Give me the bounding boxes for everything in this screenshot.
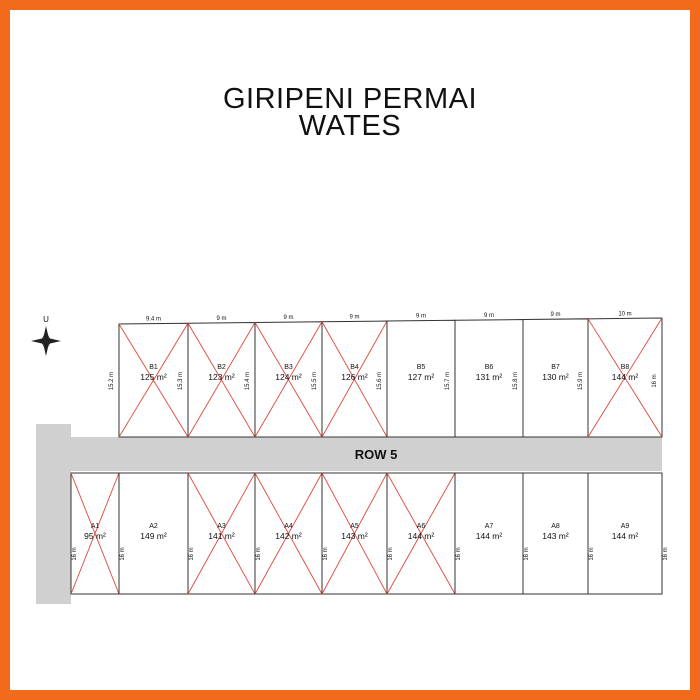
lot-id: B3 xyxy=(284,364,293,371)
lot-width-label: 9 m xyxy=(484,313,494,319)
lot-id: B5 xyxy=(417,364,426,371)
lot-width-label: 10 m xyxy=(618,311,631,317)
lot-depth-label: 16 m xyxy=(72,547,78,560)
lot-depth-label: 16 m xyxy=(120,547,126,560)
sold-cross-line xyxy=(187,322,256,438)
lot-depth-label: 16 m xyxy=(388,547,394,560)
compass-label: U xyxy=(43,315,49,324)
title-line-2: WATES xyxy=(298,110,402,142)
lot-id: B2 xyxy=(217,364,226,371)
lot-depth-label: 15.3 m xyxy=(178,372,184,390)
lot-id: A3 xyxy=(217,523,226,530)
lot-area: 144 m² xyxy=(408,531,435,541)
lot-depth-label: 15.4 m xyxy=(245,372,251,390)
sold-cross-line xyxy=(321,320,388,438)
sold-cross-line xyxy=(321,472,388,595)
site-plan-title: GIRIPENI PERMAI WATES xyxy=(0,83,700,142)
lot-id: A5 xyxy=(350,523,359,530)
lot-id: A4 xyxy=(284,523,293,530)
lot-area: 95 m² xyxy=(84,531,106,541)
lot-area: 142 m² xyxy=(275,531,302,541)
lot-id: A6 xyxy=(417,523,426,530)
lot-depth-label: 16 m xyxy=(256,547,262,560)
lot-area: 149 m² xyxy=(140,531,167,541)
lot-area: 126 m² xyxy=(341,372,368,382)
lot-width-label: 9 m xyxy=(216,316,226,322)
lot-outline xyxy=(587,472,663,595)
lot-area: 123 m² xyxy=(208,372,235,382)
lot-depth-label: 15.2 m xyxy=(109,372,115,390)
lot-area: 141 m² xyxy=(208,531,235,541)
north-compass-icon: U xyxy=(31,315,61,356)
lot-depth-label: 16 m xyxy=(589,547,595,560)
sold-cross-line xyxy=(254,472,323,595)
sold-cross-line xyxy=(187,472,256,595)
lot-depth-label: 16 m xyxy=(663,547,669,560)
main-road xyxy=(36,437,662,471)
lot-id: A8 xyxy=(551,523,560,530)
road-label: ROW 5 xyxy=(355,447,398,462)
lot-area: 131 m² xyxy=(476,372,503,382)
lot-area: 125 m² xyxy=(140,372,167,382)
sold-cross-line xyxy=(386,472,456,595)
lot-outline xyxy=(522,472,589,595)
lot-width-label: 9 m xyxy=(416,314,426,320)
lot-id: B6 xyxy=(485,364,494,371)
lot-width-label: 9 m xyxy=(550,312,560,318)
lot-depth-label: 16 m xyxy=(189,547,195,560)
lot-id: B1 xyxy=(149,364,158,371)
lot-depth-label: 16 m xyxy=(524,547,530,560)
lot-depth-label: 15.6 m xyxy=(377,372,383,390)
lot-area: 144 m² xyxy=(476,531,503,541)
lot-id: A2 xyxy=(149,523,158,530)
lot-area: 144 m² xyxy=(612,372,639,382)
lot-id: B7 xyxy=(551,364,560,371)
title-line-1: GIRIPENI PERMAI xyxy=(222,83,478,115)
sold-cross-line xyxy=(587,317,663,438)
lot-area: 127 m² xyxy=(408,372,435,382)
lot-area: 143 m² xyxy=(341,531,368,541)
lot-depth-label: 15.9 m xyxy=(578,372,584,390)
lot-width-label: 9.4 m xyxy=(146,317,161,323)
lot-outline xyxy=(454,472,524,595)
sold-cross-line xyxy=(118,323,189,438)
lot-area: 124 m² xyxy=(275,372,302,382)
lot-id: B4 xyxy=(350,364,359,371)
lot-area: 130 m² xyxy=(542,372,569,382)
lot-area: 144 m² xyxy=(612,531,639,541)
lot-id: B8 xyxy=(621,364,630,371)
lot-area: 143 m² xyxy=(542,531,569,541)
lot-id: A9 xyxy=(621,523,630,530)
sold-cross-line xyxy=(254,321,323,438)
lot-depth-label: 15.8 m xyxy=(513,372,519,390)
lot-width-label: 9 m xyxy=(349,314,359,320)
lot-depth-label: 16 m xyxy=(456,547,462,560)
lot-outline xyxy=(118,472,189,595)
lot-id: A1 xyxy=(91,523,100,530)
lot-id: A7 xyxy=(485,523,494,530)
lot-depth-label: 16 m xyxy=(323,547,329,560)
lot-width-label: 9 m xyxy=(283,315,293,321)
sold-cross-line xyxy=(70,472,120,595)
lot-depth-label: 15.7 m xyxy=(445,372,451,390)
lot-depth-label: 15.5 m xyxy=(312,372,318,390)
lot-depth-label: 16 m xyxy=(652,374,658,387)
